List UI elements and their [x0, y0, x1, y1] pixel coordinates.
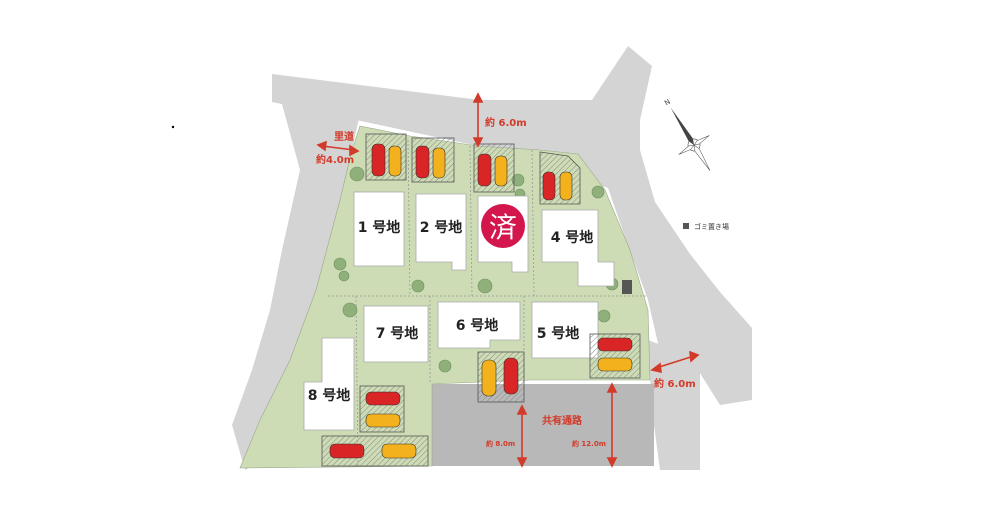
arrow-head [349, 144, 360, 157]
arrow-head [472, 92, 484, 103]
tree [338, 270, 350, 282]
compass-needle-icon [678, 144, 695, 155]
garbage-station-marker [622, 280, 632, 294]
car-red [329, 443, 365, 459]
lot-label-5: 5 号地 [537, 325, 580, 342]
west-satomichi-road [232, 104, 360, 470]
house-lot2 [415, 193, 467, 271]
sold-badge-text: 済 [489, 211, 517, 244]
compass: N [663, 98, 711, 171]
road-labels: 約 6.0m 里道 約4.0m 約 6.0m 共有通路 約 8.0m 約 12.… [316, 116, 696, 448]
cars [329, 143, 633, 459]
legend: ゴミ置き場 [683, 222, 729, 231]
car-red [477, 153, 492, 187]
house-lot8 [303, 337, 355, 431]
lot-label-7: 7 号地 [376, 325, 419, 342]
arrow-head [516, 404, 528, 415]
compass-north-letter: N [663, 98, 672, 108]
car-yellow [365, 413, 401, 428]
house-lot5 [531, 301, 599, 359]
stray-dot [171, 125, 175, 129]
car-red [542, 171, 556, 201]
tree [342, 302, 358, 318]
north-road-width-label: 約 6.0m [485, 116, 527, 129]
car-yellow [494, 155, 508, 187]
lot-label-1: 1 号地 [358, 219, 401, 236]
tree [597, 309, 611, 323]
arrow-head [606, 457, 618, 468]
house-lot7 [363, 305, 429, 363]
satomichi-label: 里道 [334, 130, 354, 143]
car-yellow [597, 357, 633, 372]
satomichi-width-arrow [321, 145, 355, 151]
arrow-head [516, 457, 528, 468]
arrow-head [472, 137, 484, 148]
car-yellow [481, 359, 497, 397]
car-red [597, 337, 633, 352]
car-yellow [388, 145, 402, 177]
compass-needle-icon [670, 107, 694, 145]
east-road-width-label: 約 6.0m [654, 377, 696, 390]
sold-badge-circle [481, 204, 525, 248]
house-lot4 [541, 209, 615, 287]
car-red [365, 391, 401, 406]
house-lot1 [353, 191, 405, 267]
path-width-a-label: 約 8.0m [486, 439, 515, 448]
legend-square-icon [683, 223, 689, 229]
compass-needle-icon [693, 144, 711, 171]
arrow-head [606, 382, 618, 393]
tree [349, 166, 365, 182]
car-red [371, 143, 386, 177]
legend-garbage-label: ゴミ置き場 [694, 222, 729, 231]
north-road [272, 46, 752, 405]
sold-badge: 済 [481, 204, 525, 248]
tree [333, 257, 347, 271]
shared-path-area [432, 384, 654, 466]
trees [333, 166, 619, 373]
tree [591, 185, 605, 199]
car-red [415, 145, 430, 179]
lot-label-6: 6 号地 [456, 317, 499, 334]
car-yellow [432, 147, 446, 179]
house-lot6 [437, 301, 521, 349]
east-road-width-arrow [655, 355, 695, 369]
lot-labels: 1 号地 2 号地 4 号地 5 号地 6 号地 7 号地 8 号地 [308, 219, 594, 404]
lot-label-2: 2 号地 [420, 219, 463, 236]
car-yellow [381, 443, 417, 459]
path-width-b-label: 約 12.0m [572, 439, 606, 448]
arrow-head [689, 350, 700, 363]
car-yellow [559, 171, 573, 201]
dimension-arrows [316, 92, 700, 468]
tree [411, 279, 425, 293]
roads [232, 46, 752, 470]
arrow-head [316, 140, 327, 152]
tree [477, 278, 493, 294]
houses [303, 191, 615, 431]
compass-needle-icon [693, 135, 710, 146]
lot-label-8: 8 号地 [308, 387, 351, 404]
lot-label-4: 4 号地 [551, 229, 594, 246]
car-red [503, 357, 519, 395]
tree [438, 359, 452, 373]
arrow-head [650, 362, 662, 374]
shared-path-label: 共有通路 [542, 414, 583, 427]
satomichi-width-label: 約4.0m [316, 153, 354, 166]
